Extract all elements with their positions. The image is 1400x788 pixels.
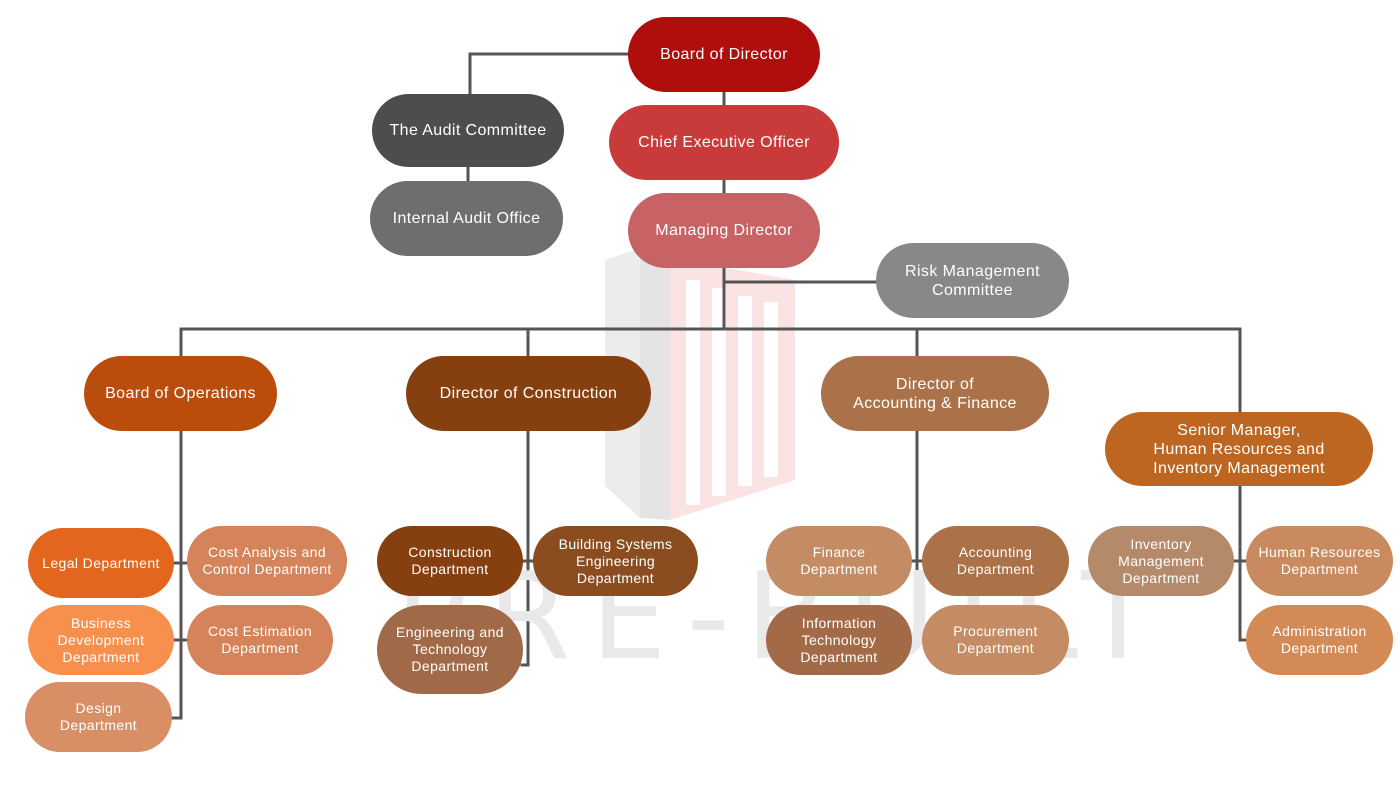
watermark-stripe <box>764 302 778 477</box>
cost-analysis-control-department-node[interactable]: Cost Analysis and Control Department <box>187 526 347 596</box>
accounting-department-node[interactable]: Accounting Department <box>922 526 1069 596</box>
building-systems-engineering-department-node[interactable]: Building Systems Engineering Department <box>533 526 698 596</box>
senior-manager-hr-inventory-node[interactable]: Senior Manager, Human Resources and Inve… <box>1105 412 1373 486</box>
engineering-technology-department-node[interactable]: Engineering and Technology Department <box>377 605 523 694</box>
finance-department-node[interactable]: Finance Department <box>766 526 912 596</box>
cost-estimation-department-node[interactable]: Cost Estimation Department <box>187 605 333 675</box>
watermark-building-red <box>670 258 795 520</box>
risk-management-committee-node[interactable]: Risk Management Committee <box>876 243 1069 318</box>
human-resources-department-node[interactable]: Human Resources Department <box>1246 526 1393 596</box>
internal-audit-office-node[interactable]: Internal Audit Office <box>370 181 563 256</box>
connector-lines <box>170 52 1249 720</box>
watermark-stripe <box>712 288 726 496</box>
connector-board-audit <box>468 52 630 98</box>
director-of-construction-node[interactable]: Director of Construction <box>406 356 651 431</box>
administration-department-node[interactable]: Administration Department <box>1246 605 1393 675</box>
watermark-logo <box>605 248 795 520</box>
audit-committee-node[interactable]: The Audit Committee <box>372 94 564 167</box>
design-department-node[interactable]: Design Department <box>25 682 172 752</box>
ceo-node[interactable]: Chief Executive Officer <box>609 105 839 180</box>
director-accounting-finance-node[interactable]: Director of Accounting & Finance <box>821 356 1049 431</box>
board-of-operations-node[interactable]: Board of Operations <box>84 356 277 431</box>
board-of-director-node[interactable]: Board of Director <box>628 17 820 92</box>
connector-ops-trunk <box>170 429 183 720</box>
inventory-management-department-node[interactable]: Inventory Management Department <box>1088 526 1234 596</box>
information-technology-department-node[interactable]: Information Technology Department <box>766 605 912 675</box>
construction-department-node[interactable]: Construction Department <box>377 526 523 596</box>
business-development-department-node[interactable]: Business Development Department <box>28 605 174 675</box>
procurement-department-node[interactable]: Procurement Department <box>922 605 1069 675</box>
connector-horizontal-bar <box>179 327 1242 414</box>
watermark-stripe <box>686 280 700 505</box>
watermark-building-front <box>640 248 670 520</box>
managing-director-node[interactable]: Managing Director <box>628 193 820 268</box>
watermark-stripe <box>738 296 752 486</box>
legal-department-node[interactable]: Legal Department <box>28 528 174 598</box>
